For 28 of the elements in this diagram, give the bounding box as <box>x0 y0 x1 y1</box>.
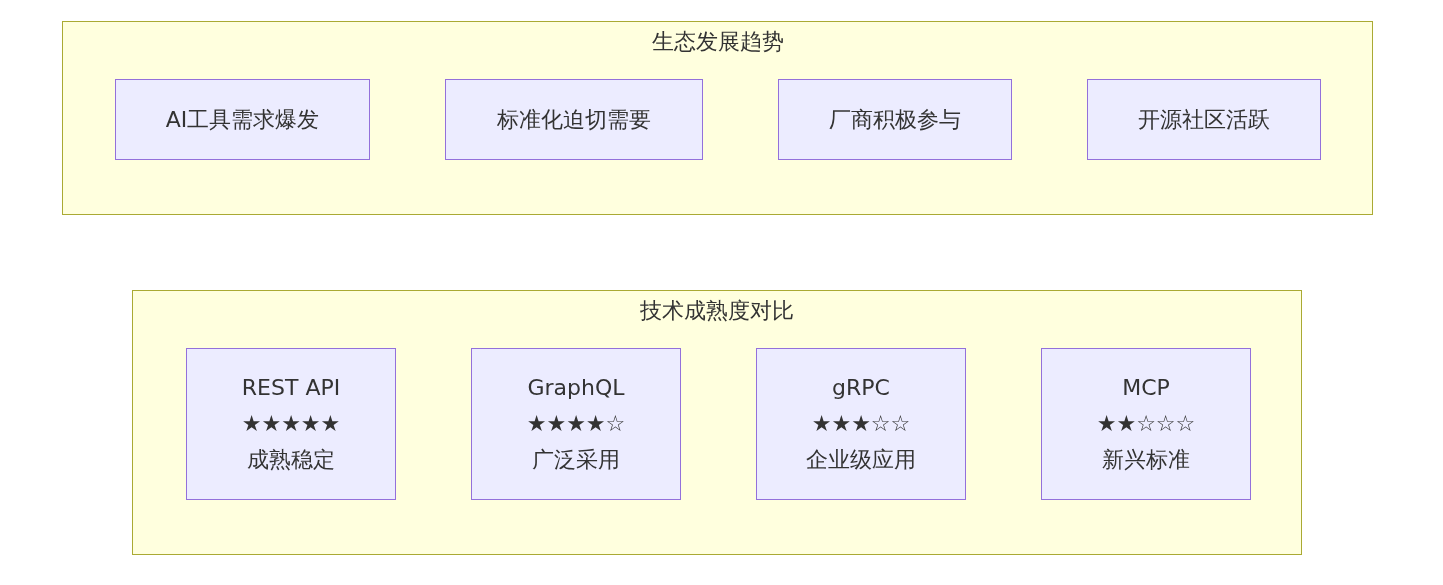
item-card <box>1041 348 1251 500</box>
item-label: 标准化迫切需要 <box>497 105 651 134</box>
item-card <box>778 79 1012 160</box>
star-rating: ★★☆☆☆ <box>1096 410 1196 438</box>
item-label: GraphQL <box>527 374 625 402</box>
group-panel <box>132 290 1302 555</box>
star-rating: ★★★★☆ <box>526 410 626 438</box>
item-card <box>115 79 370 160</box>
group-title: 技术成熟度对比 <box>639 297 795 325</box>
item-label: 厂商积极参与 <box>829 105 961 134</box>
item-label: AI工具需求爆发 <box>165 105 320 134</box>
item-label: 成熟稳定 <box>247 446 335 474</box>
star-rating: ★★★☆☆ <box>811 410 911 438</box>
item-card <box>471 348 681 500</box>
group-title: 生态发展趋势 <box>650 28 785 56</box>
item-label: MCP <box>1122 374 1170 402</box>
item-label: 广泛采用 <box>532 446 620 474</box>
item-label: REST API <box>241 374 341 402</box>
item-label: 新兴标准 <box>1102 446 1190 474</box>
item-card <box>186 348 396 500</box>
item-card <box>445 79 703 160</box>
item-label: 开源社区活跃 <box>1138 105 1270 134</box>
group-panel <box>62 21 1373 215</box>
item-label: 企业级应用 <box>806 446 916 474</box>
item-card <box>1087 79 1321 160</box>
item-card <box>756 348 966 500</box>
item-label: gRPC <box>832 374 890 402</box>
star-rating: ★★★★★ <box>241 410 341 438</box>
